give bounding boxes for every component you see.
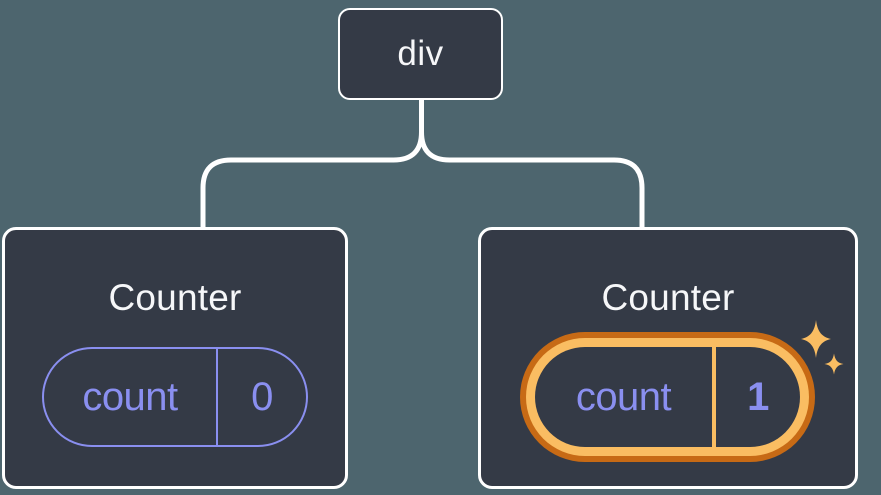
state-name: count [82, 374, 178, 419]
counter-title: Counter [108, 277, 242, 318]
state-value: 0 [216, 349, 306, 445]
state-pill-highlight-ring: count 1 [520, 332, 815, 462]
root-node-label: div [397, 34, 444, 73]
state-value: 1 [712, 347, 800, 447]
state-name: count [575, 374, 672, 419]
state-pill: count 0 [42, 347, 308, 447]
counter-title: Counter [601, 277, 735, 318]
state-pill-highlight-band: count 1 [526, 338, 809, 456]
root-node-div: div [338, 8, 503, 100]
counter-node-left: Counter count 0 [2, 227, 348, 489]
counter-node-right: Counter count 1 [478, 227, 858, 489]
state-pill: count 1 [535, 347, 800, 447]
